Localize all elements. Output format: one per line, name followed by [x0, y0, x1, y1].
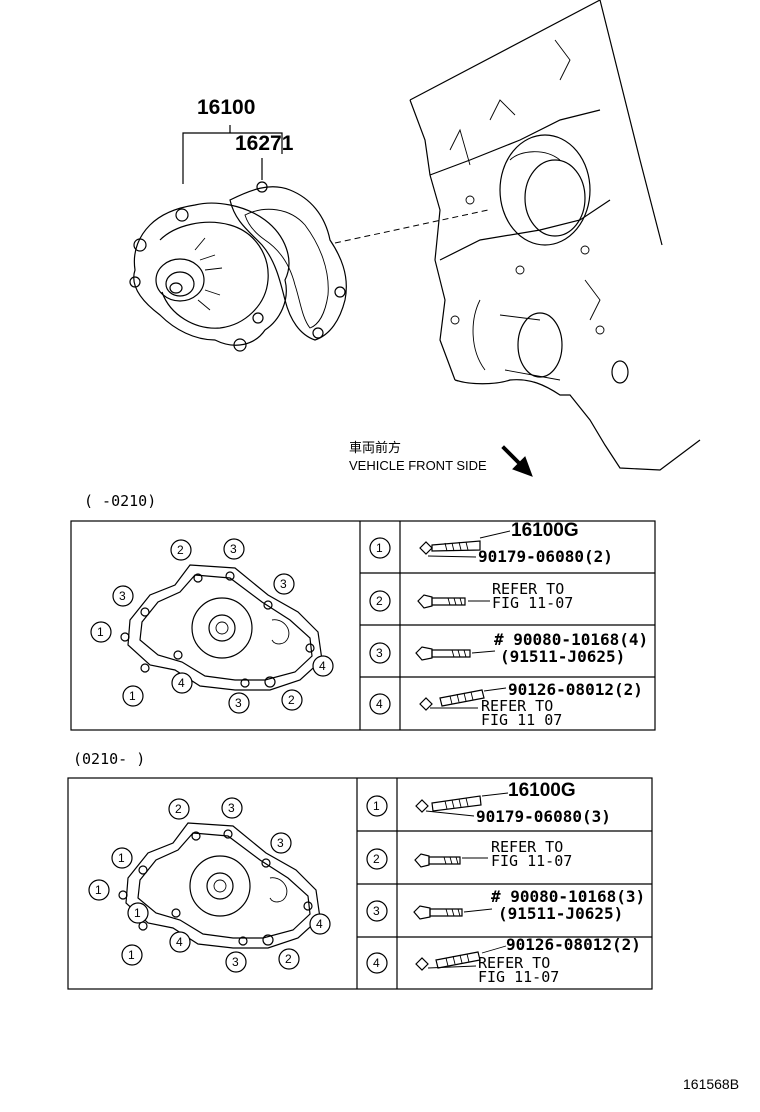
section2-row4-number: 4	[373, 956, 380, 970]
part-number-gasket[interactable]: 16271	[235, 132, 294, 155]
section1-row2-number: 2	[376, 594, 383, 608]
illustration-code: 161568B	[683, 1076, 740, 1092]
section2-row-number-circles	[366, 795, 388, 974]
section2-table-frame	[67, 777, 653, 990]
section1-row2-refer: REFER TO	[492, 580, 565, 598]
direction-label-japanese: 車両前方	[349, 440, 402, 455]
section1-date-range: ( -0210)	[84, 492, 157, 510]
section2-row1-number: 1	[373, 799, 380, 813]
section1-callout: 4	[178, 676, 185, 690]
section1-callout: 1	[129, 689, 136, 703]
section2-callout: 1	[134, 906, 141, 920]
section2-row4-refer: REFER TO	[478, 954, 551, 972]
section1-row-number-circles	[369, 537, 391, 715]
part-number-water-pump[interactable]: 16100	[197, 96, 256, 119]
section1-callout: 2	[177, 543, 184, 557]
section2-callout: 1	[118, 851, 125, 865]
leader-lines	[425, 530, 511, 969]
section1-row3-number: 3	[376, 646, 383, 660]
section2-callout: 1	[95, 883, 102, 897]
section2-callout-circles	[88, 797, 331, 973]
vehicle-front-arrow-icon	[501, 445, 533, 477]
section1-callout: 3	[119, 589, 126, 603]
section2-callout: 4	[316, 917, 323, 931]
section2-callout: 1	[128, 948, 135, 962]
section1-callout: 4	[319, 659, 326, 673]
section1-row4-number: 4	[376, 697, 383, 711]
section2-row2-fig[interactable]: FIG 11-07	[491, 852, 573, 870]
section2-row1-part[interactable]: 16100G	[508, 780, 576, 801]
section1-table-frame	[70, 520, 656, 731]
bolt-drawings	[413, 540, 485, 971]
section1-row2-fig[interactable]: FIG 11-07	[492, 594, 574, 612]
section2-row3-number: 3	[373, 904, 380, 918]
section1-row3-part[interactable]: (91511-J0625)	[500, 647, 626, 666]
section1-callout: 3	[280, 577, 287, 591]
section2-pump-front-view	[118, 822, 321, 949]
water-pump-drawing	[129, 125, 347, 352]
section2-date-range: (0210- )	[73, 750, 146, 768]
section1-row1-part[interactable]: 16100G	[511, 520, 579, 541]
section2-row2-number: 2	[373, 852, 380, 866]
engine-front-cover-drawing	[409, 0, 701, 471]
section1-row1-number: 1	[376, 541, 383, 555]
section2-row4-part[interactable]: 90126-08012(2)	[506, 935, 641, 954]
section2-callout: 3	[232, 955, 239, 969]
section1-callout: 1	[97, 625, 104, 639]
section2-callout: 3	[277, 836, 284, 850]
section2-callout: 2	[285, 952, 292, 966]
section1-callout: 3	[235, 696, 242, 710]
section2-row2-refer: REFER TO	[491, 838, 564, 856]
direction-label-english: VEHICLE FRONT SIDE	[349, 458, 487, 473]
section1-row4-refer: REFER TO	[481, 697, 554, 715]
section1-row3-part[interactable]: # 90080-10168(4)	[494, 630, 649, 649]
section1-row4-part[interactable]: 90126-08012(2)	[508, 680, 643, 699]
section2-callout: 3	[228, 801, 235, 815]
section1-pump-front-view	[120, 564, 323, 691]
section2-row3-part[interactable]: # 90080-10168(3)	[491, 887, 646, 906]
section2-row4-fig[interactable]: FIG 11-07	[478, 968, 560, 986]
section2-row1-part[interactable]: 90179-06080(3)	[476, 807, 611, 826]
section1-callout: 2	[288, 693, 295, 707]
section2-callout: 4	[176, 935, 183, 949]
section1-callout: 3	[230, 542, 237, 556]
section2-row3-part[interactable]: (91511-J0625)	[498, 904, 624, 923]
section1-row4-fig[interactable]: FIG 11 07	[481, 711, 563, 729]
section1-row1-part[interactable]: 90179-06080(2)	[478, 547, 613, 566]
section1-callout-circles	[90, 538, 334, 714]
section2-callout: 2	[175, 802, 182, 816]
